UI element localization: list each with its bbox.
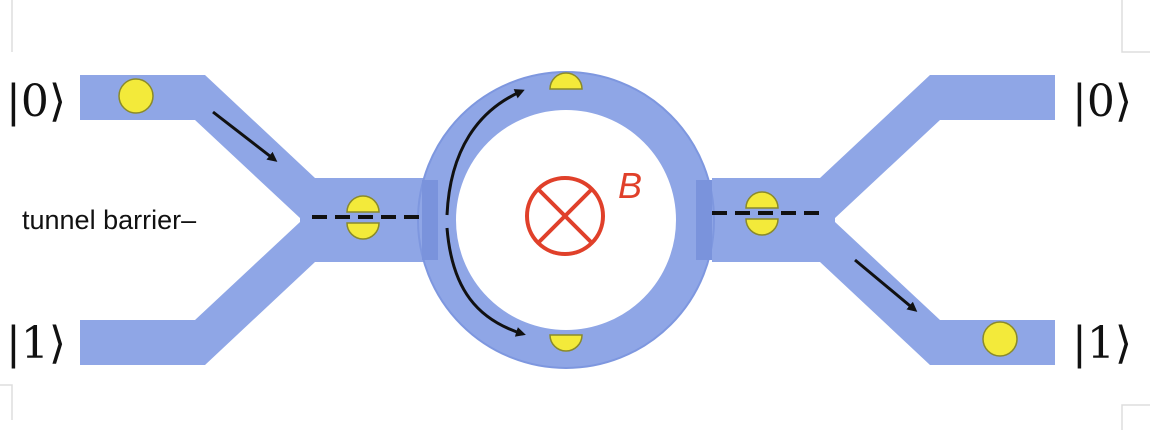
- propagation-arrows: [212, 89, 918, 337]
- circle-x-icon: [525, 176, 605, 256]
- output-bottom-ket: |1⟩: [1072, 318, 1132, 369]
- particle-output-bottom: [982, 321, 1018, 357]
- ring-lower-path-arrow: [445, 227, 526, 337]
- input-top-ket: |0⟩: [6, 76, 66, 127]
- particle-left-barrier-lower-half: [346, 222, 380, 240]
- particle-ring-bottom-half: [549, 334, 583, 352]
- ring-outer-edge: [417, 71, 715, 369]
- input-arrow: [212, 110, 278, 162]
- input-bottom-ket: |1⟩: [6, 318, 66, 369]
- left-junction-overlap: [422, 180, 438, 260]
- ring-upper-path-arrow: [445, 89, 525, 216]
- output-arrow: [854, 258, 918, 312]
- particle-right-barrier-upper-half: [745, 191, 779, 209]
- particle-right-barrier-lower-half: [745, 218, 779, 236]
- particles: [118, 72, 1018, 357]
- particle-ring-top-half: [549, 72, 583, 90]
- ring-waveguide: [418, 72, 714, 368]
- particle-input-top: [118, 78, 154, 114]
- left-upper-waveguide: [80, 75, 432, 365]
- right-waveguide: [712, 75, 1055, 365]
- output-top-ket: |0⟩: [1072, 76, 1132, 127]
- magnetic-field-label: B: [618, 165, 642, 206]
- tunnel-barrier-label: tunnel barrier–: [22, 205, 196, 235]
- right-junction-overlap: [696, 180, 712, 260]
- particle-left-barrier-upper-half: [346, 195, 380, 213]
